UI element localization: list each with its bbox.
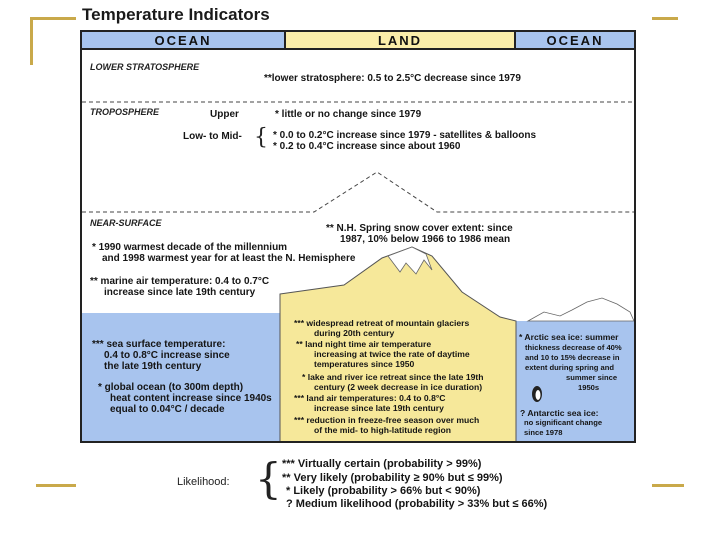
legend-item: *** Virtually certain (probability > 99%… bbox=[282, 458, 481, 470]
header-ocean-right: OCEAN bbox=[516, 32, 634, 50]
text-antarctic-1: ? Antarctic sea ice: bbox=[520, 408, 599, 418]
land-item: increasing at twice the rate of daytime bbox=[314, 349, 470, 359]
text-arctic-1: * Arctic sea ice: summer bbox=[519, 332, 619, 342]
sea-ice bbox=[528, 298, 634, 321]
text-antarctic-2: no significant change bbox=[524, 418, 602, 428]
land-item: temperatures since 1950 bbox=[314, 359, 414, 369]
land-item: *** land air temperatures: 0.4 to 0.8°C bbox=[294, 393, 446, 403]
text-troposphere-lowmid-1: * 0.0 to 0.2°C increase since 1979 - sat… bbox=[273, 130, 536, 141]
text-warmest-2: and 1998 warmest year for at least the N… bbox=[102, 253, 355, 264]
text-sst-1: *** sea surface temperature: bbox=[92, 339, 225, 350]
header-ocean-left: OCEAN bbox=[82, 32, 286, 50]
divider-tropopause bbox=[82, 172, 636, 212]
corner-decor-bottom-right bbox=[652, 484, 684, 487]
text-ocean-heat-3: equal to 0.04°C / decade bbox=[110, 404, 225, 415]
text-marine-1: ** marine air temperature: 0.4 to 0.7°C bbox=[90, 276, 269, 287]
land-item: of the mid- to high-latitude region bbox=[314, 425, 451, 435]
text-snow-cover-1: ** N.H. Spring snow cover extent: since bbox=[326, 223, 513, 234]
text-marine-2: increase since late 19th century bbox=[104, 287, 255, 298]
corner-decor-top-right bbox=[652, 17, 678, 20]
corner-decor-top-left-horizontal bbox=[30, 17, 76, 20]
text-snow-cover-2: 1987, 10% below 1966 to 1986 mean bbox=[340, 234, 510, 245]
land-item: ** land night time air temperature bbox=[296, 339, 431, 349]
land-item: *** widespread retreat of mountain glaci… bbox=[294, 318, 469, 328]
label-lower-stratosphere: LOWER STRATOSPHERE bbox=[90, 62, 199, 72]
legend-item: ** Very likely (probability ≥ 90% but ≤ … bbox=[282, 472, 503, 484]
label-troposphere: TROPOSPHERE bbox=[90, 107, 159, 117]
ocean-left-water bbox=[82, 313, 280, 443]
land-item: *** reduction in freeze-free season over… bbox=[294, 415, 479, 425]
text-sst-3: the late 19th century bbox=[104, 361, 201, 372]
slide-title: Temperature Indicators bbox=[82, 5, 270, 25]
brace-icon: { bbox=[254, 125, 268, 150]
label-troposphere-lowmid: Low- to Mid- bbox=[183, 131, 242, 142]
land-item: century (2 week decrease in ice duration… bbox=[314, 382, 482, 392]
text-warmest-1: * 1990 warmest decade of the millennium bbox=[92, 242, 287, 253]
land-item: during 20th century bbox=[314, 328, 394, 338]
text-ocean-heat-1: * global ocean (to 300m depth) bbox=[98, 382, 243, 393]
land-item: increase since late 19th century bbox=[314, 403, 444, 413]
corner-decor-top-left-vertical bbox=[30, 17, 33, 65]
text-arctic-3: and 10 to 15% decrease in bbox=[525, 353, 620, 363]
label-near-surface: NEAR-SURFACE bbox=[90, 218, 162, 228]
legend-item: ? Medium likelihood (probability > 33% b… bbox=[286, 498, 547, 510]
header-land: LAND bbox=[286, 32, 516, 50]
corner-decor-bottom-left bbox=[36, 484, 76, 487]
legend-item: * Likely (probability > 66% but < 90%) bbox=[286, 485, 480, 497]
legend-brace-icon: { bbox=[255, 455, 282, 503]
land-item: * lake and river ice retreat since the l… bbox=[302, 372, 484, 382]
temperature-indicators-diagram: OCEAN LAND OCEAN LOWER STRATOSPHERE **lo… bbox=[80, 30, 636, 443]
text-arctic-2: thickness decrease of 40% bbox=[525, 343, 622, 353]
text-arctic-6: 1950s bbox=[578, 383, 599, 393]
text-arctic-5: summer since bbox=[566, 373, 617, 383]
label-troposphere-upper: Upper bbox=[210, 109, 239, 120]
text-arctic-4: extent during spring and bbox=[525, 363, 614, 373]
text-sst-2: 0.4 to 0.8°C increase since bbox=[104, 350, 230, 361]
text-troposphere-upper: * little or no change since 1979 bbox=[275, 109, 421, 120]
text-troposphere-lowmid-2: * 0.2 to 0.4°C increase since about 1960 bbox=[273, 141, 460, 152]
likelihood-label: Likelihood: bbox=[177, 476, 230, 488]
text-ocean-heat-2: heat content increase since 1940s bbox=[110, 393, 272, 404]
text-antarctic-3: since 1978 bbox=[524, 428, 562, 438]
text-lower-stratosphere: **lower stratosphere: 0.5 to 2.5°C decre… bbox=[264, 73, 521, 84]
